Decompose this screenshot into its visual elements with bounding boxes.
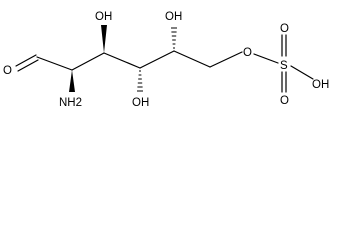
sulfonic-hydroxyl-label: OH: [312, 79, 329, 91]
c4-hydroxyl-label: OH: [132, 97, 149, 109]
bond-s-oh: [290, 65, 314, 80]
aldehyde-double-bond-a: [15, 54, 37, 67]
wedge-c2-amino: [69, 70, 75, 92]
carbon-chain-bonds: [15, 34, 314, 93]
bond-c3-c4: [103, 52, 141, 69]
bond-c6-ester-o: [209, 51, 243, 68]
bond-c2-c3: [71, 52, 105, 71]
bond-c5-c6: [173, 50, 211, 68]
molecule-structure: O NH2 OH OH OH O S O O OH: [3, 11, 329, 109]
amino-label: NH2: [59, 97, 82, 109]
c5-hydroxyl-label: OH: [165, 11, 182, 23]
sulfonyl-oxygen-bottom-label: O: [280, 95, 289, 107]
stereo-bonds: [69, 25, 177, 92]
hash-c5-hydroxyl: [171, 27, 177, 49]
atom-labels: O NH2 OH OH OH O S O O OH: [3, 11, 329, 109]
bond-ester-o-s: [253, 53, 279, 64]
wedge-c3-hydroxyl: [101, 25, 107, 53]
bond-c1-c2: [36, 56, 73, 71]
bond-c4-c5: [139, 50, 175, 69]
aldehyde-double-bond-b: [17, 59, 39, 72]
hash-c4-hydroxyl: [137, 70, 143, 92]
c3-hydroxyl-label: OH: [95, 11, 112, 23]
sulfur-label: S: [280, 60, 288, 72]
sulfonyl-oxygen-top-label: O: [280, 23, 289, 35]
ester-oxygen-label: O: [243, 47, 252, 59]
aldehyde-oxygen-label: O: [3, 65, 12, 77]
